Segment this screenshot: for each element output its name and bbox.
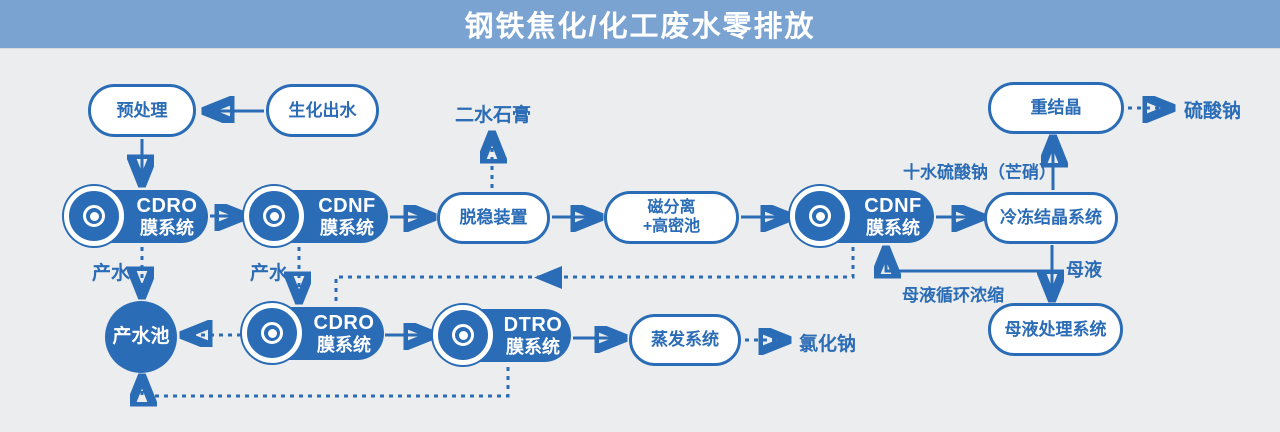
label-mother-liquor: 母液 <box>1066 260 1102 280</box>
node-label: DTRO 膜系统 <box>495 314 571 358</box>
label-mother-liquor-recycle: 母液循环浓缩 <box>902 286 1004 305</box>
node-label: 产水池 <box>112 326 170 348</box>
page-title: 钢铁焦化/化工废水零排放 <box>464 11 816 43</box>
node-label: CDRO 膜系统 <box>304 312 384 356</box>
node-label: CDNF 膜系统 <box>852 195 934 239</box>
label-glauber-salt: 十水硫酸钠（芒硝） <box>903 163 1056 182</box>
node-dtro-membrane: DTRO 膜系统 <box>433 305 571 365</box>
label-product-water-1: 产水 <box>92 263 131 284</box>
node-label: 脱稳装置 <box>459 208 528 228</box>
node-recrystallization: 重结晶 <box>988 82 1124 134</box>
node-label: 磁分离 +高密池 <box>643 199 700 236</box>
node-label: 预处理 <box>116 100 168 120</box>
node-evaporation-system: 蒸发系统 <box>629 314 741 366</box>
node-cdnf-membrane-2: CDNF 膜系统 <box>790 186 934 246</box>
membrane-disc-icon <box>244 186 304 246</box>
dashed-line-cdnf2-recycle-to-cdro2 <box>334 247 855 304</box>
membrane-disc-icon <box>790 186 850 246</box>
node-label-sub: 膜系统 <box>320 217 374 238</box>
node-label-name: DTRO <box>503 313 563 336</box>
node-label-name: CDRO <box>313 311 375 334</box>
node-label-name: CDRO <box>136 194 198 217</box>
node-cdro-membrane-2: CDRO 膜系统 <box>242 303 384 363</box>
node-label: CDRO 膜系统 <box>126 195 208 239</box>
node-label-sub: 膜系统 <box>866 217 920 238</box>
node-label: CDNF 膜系统 <box>306 195 388 239</box>
node-label: 母液处理系统 <box>1004 319 1107 339</box>
node-pretreatment: 预处理 <box>88 84 196 137</box>
node-magnetic-separation: 磁分离 +高密池 <box>604 191 739 244</box>
node-label-line2: +高密池 <box>642 217 701 235</box>
node-label-sub: 膜系统 <box>506 336 560 357</box>
dashed-line-dtro-to-pool <box>142 367 510 396</box>
node-label: 冷冻结晶系统 <box>1000 208 1102 228</box>
label-gypsum-dihydrate: 二水石膏 <box>455 105 532 126</box>
node-product-water-pool: 产水池 <box>105 301 177 373</box>
node-freeze-crystallization-system: 冷冻结晶系统 <box>984 192 1118 244</box>
node-label-name: CDNF <box>318 194 376 217</box>
label-sodium-sulfate: 硫酸钠 <box>1184 101 1242 122</box>
node-label: 蒸发系统 <box>651 330 719 350</box>
title-banner: 钢铁焦化/化工废水零排放 <box>0 0 1280 49</box>
node-destabilization-unit: 脱稳装置 <box>437 192 550 244</box>
membrane-disc-icon <box>64 186 124 246</box>
node-label: 生化出水 <box>288 100 357 120</box>
node-label-sub: 膜系统 <box>140 217 194 238</box>
node-biochemical-effluent: 生化出水 <box>266 84 379 137</box>
node-label-name: CDNF <box>864 194 922 217</box>
node-label: 重结晶 <box>1030 98 1082 118</box>
label-product-water-2: 产水 <box>250 263 289 284</box>
node-mother-liquor-treatment-system: 母液处理系统 <box>988 303 1123 356</box>
node-cdnf-membrane-1: CDNF 膜系统 <box>244 186 388 246</box>
membrane-disc-icon <box>242 303 302 363</box>
membrane-disc-icon <box>433 305 493 365</box>
arrow-ml-recycle-to-cdnf2 <box>886 253 1052 271</box>
node-label-sub: 膜系统 <box>317 334 371 355</box>
node-cdro-membrane-1: CDRO 膜系统 <box>64 186 208 246</box>
recycle-left-arrowhead <box>534 266 562 289</box>
label-sodium-chloride: 氯化钠 <box>799 334 857 355</box>
node-label-line1: 磁分离 <box>647 199 696 217</box>
